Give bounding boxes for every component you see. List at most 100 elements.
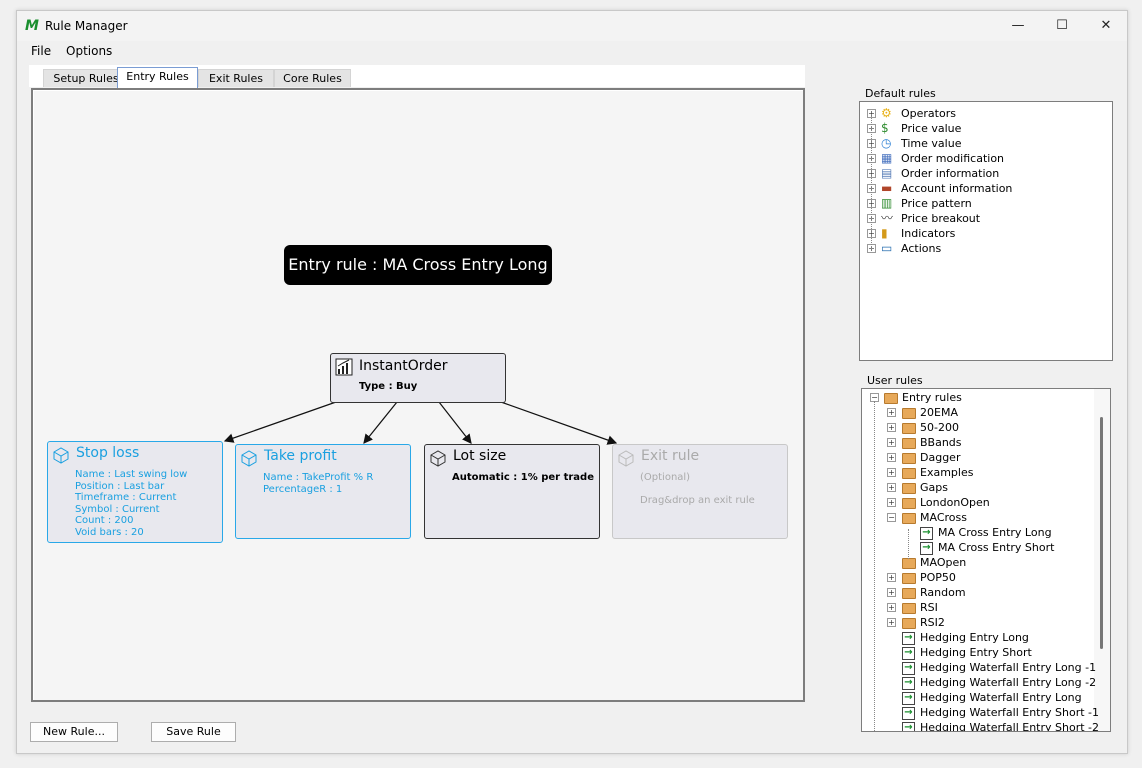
price-breakout-icon: 〰 (881, 211, 894, 225)
tree-item-label: Gaps (920, 481, 948, 494)
default-rules-label: Default rules (865, 87, 936, 100)
tree-item-label: Dagger (920, 451, 961, 464)
rule-manager-window: M Rule Manager — ☐ ✕ File Options Setup … (16, 10, 1128, 754)
tree-item-label: Hedging Waterfall Entry Short -2 (920, 721, 1099, 732)
tree-item-label: MA Cross Entry Short (938, 541, 1055, 554)
folder-icon (902, 423, 916, 434)
menu-file[interactable]: File (31, 44, 52, 58)
node-details: Name : Last swing low Position : Last ba… (75, 469, 188, 538)
rule-file-icon: → (902, 632, 915, 645)
default-rules-tree[interactable]: +⚙Operators+$Price value+◷Time value+▦Or… (859, 101, 1113, 361)
folder-icon (902, 603, 916, 614)
node-title: Lot size (453, 448, 507, 464)
default-rule-label: Account information (901, 182, 1013, 195)
node-details: (Optional) Drag&drop an exit rule (640, 472, 755, 506)
price-pattern-icon: ▥ (881, 196, 893, 210)
tree-item-label: Hedging Entry Short (920, 646, 1032, 659)
tree-item-label: Examples (920, 466, 974, 479)
tree-item-label: Hedging Waterfall Entry Long -1 (920, 661, 1097, 674)
scrollbar-thumb[interactable] (1100, 417, 1103, 649)
expand-icon[interactable]: + (887, 453, 896, 462)
box-icon (430, 450, 446, 467)
default-rule-label: Indicators (901, 227, 956, 240)
rule-canvas[interactable]: Entry rule : MA Cross Entry Long Instant… (31, 88, 805, 702)
folder-icon (902, 498, 916, 509)
price-value-icon: $ (881, 121, 889, 135)
collapse-icon[interactable]: − (887, 513, 896, 522)
default-rule-label: Price breakout (901, 212, 981, 225)
tab-core-rules[interactable]: Core Rules (274, 69, 351, 87)
document-icon: ▤ (881, 166, 893, 180)
tree-guide-line (908, 529, 909, 559)
minimize-button[interactable]: — (1011, 18, 1025, 33)
arrow-to-take-profit (363, 401, 398, 444)
rule-file-icon: → (902, 722, 915, 731)
default-rule-label: Operators (901, 107, 956, 120)
tree-item-label: Hedging Waterfall Entry Long -2 (920, 676, 1097, 689)
tree-item-label: RSI (920, 601, 938, 614)
tree-item-label: RSI2 (920, 616, 945, 629)
tree-item-label: MAOpen (920, 556, 967, 569)
account-icon: ▬ (881, 181, 893, 195)
node-exit-rule[interactable]: Exit rule (Optional) Drag&drop an exit r… (612, 444, 788, 539)
expand-icon[interactable]: + (887, 588, 896, 597)
folder-icon (884, 393, 898, 404)
expand-icon[interactable]: + (887, 423, 896, 432)
expand-icon[interactable]: + (887, 483, 896, 492)
menu-bar: File Options (17, 41, 1127, 61)
folder-icon (902, 573, 916, 584)
user-rules-tree[interactable]: −Entry rules+20EMA+50-200+BBands+Dagger+… (861, 388, 1111, 732)
menu-options[interactable]: Options (66, 44, 113, 58)
expand-icon[interactable]: + (887, 618, 896, 627)
box-icon (618, 450, 634, 467)
node-lot-size[interactable]: Lot size Automatic : 1% per trade (424, 444, 600, 539)
save-rule-button[interactable]: Save Rule (151, 722, 236, 742)
tree-item-label: 20EMA (920, 406, 958, 419)
app-logo-icon: M (25, 18, 39, 34)
folder-icon (902, 513, 916, 524)
arrow-to-lot-size (438, 401, 472, 444)
rule-file-icon: → (920, 542, 933, 555)
node-stop-loss[interactable]: Stop loss Name : Last swing low Position… (47, 441, 223, 543)
folder-icon (902, 468, 916, 479)
maximize-button[interactable]: ☐ (1056, 18, 1068, 33)
expand-icon[interactable]: + (887, 408, 896, 417)
rule-file-icon: → (920, 527, 933, 540)
tree-item-label: Hedging Waterfall Entry Short -1 (920, 706, 1099, 719)
close-button[interactable]: ✕ (1100, 18, 1112, 33)
tree-item-label: POP50 (920, 571, 956, 584)
tree-item-label: MA Cross Entry Long (938, 526, 1052, 539)
expand-icon[interactable]: + (887, 498, 896, 507)
expand-icon[interactable]: + (887, 573, 896, 582)
rule-file-icon: → (902, 647, 915, 660)
indicators-icon: ▮ (881, 226, 888, 240)
tree-item-label: 50-200 (920, 421, 959, 434)
folder-icon (902, 438, 916, 449)
tree-guide-line (874, 401, 875, 731)
user-rules-label: User rules (867, 374, 923, 387)
folder-icon (902, 618, 916, 629)
tab-exit-rules[interactable]: Exit Rules (198, 69, 274, 87)
node-details: Automatic : 1% per trade (452, 472, 594, 483)
tab-entry-rules[interactable]: Entry Rules (117, 67, 198, 88)
user-rules-scrollbar[interactable] (1094, 389, 1110, 731)
node-take-profit[interactable]: Take profit Name : TakeProfit % R Percen… (235, 444, 411, 539)
default-rule-label: Price pattern (901, 197, 972, 210)
folder-icon (902, 483, 916, 494)
default-rule-label: Order modification (901, 152, 1005, 165)
rule-tabs: Setup Rules Entry Rules Exit Rules Core … (29, 65, 805, 88)
expand-icon[interactable]: + (887, 438, 896, 447)
expand-icon[interactable]: + (887, 603, 896, 612)
chart-icon (335, 358, 353, 376)
tree-item-label: MACross (920, 511, 967, 524)
rule-file-icon: → (902, 662, 915, 675)
rule-file-icon: → (902, 677, 915, 690)
order-modification-icon: ▦ (881, 151, 893, 165)
new-rule-button[interactable]: New Rule... (30, 722, 118, 742)
tab-setup-rules[interactable]: Setup Rules (43, 69, 129, 87)
node-title: InstantOrder (359, 358, 448, 374)
node-instant-order[interactable]: InstantOrder Type : Buy (330, 353, 506, 403)
arrow-to-exit-rule (500, 401, 618, 445)
clock-icon: ◷ (881, 136, 892, 150)
expand-icon[interactable]: + (887, 468, 896, 477)
